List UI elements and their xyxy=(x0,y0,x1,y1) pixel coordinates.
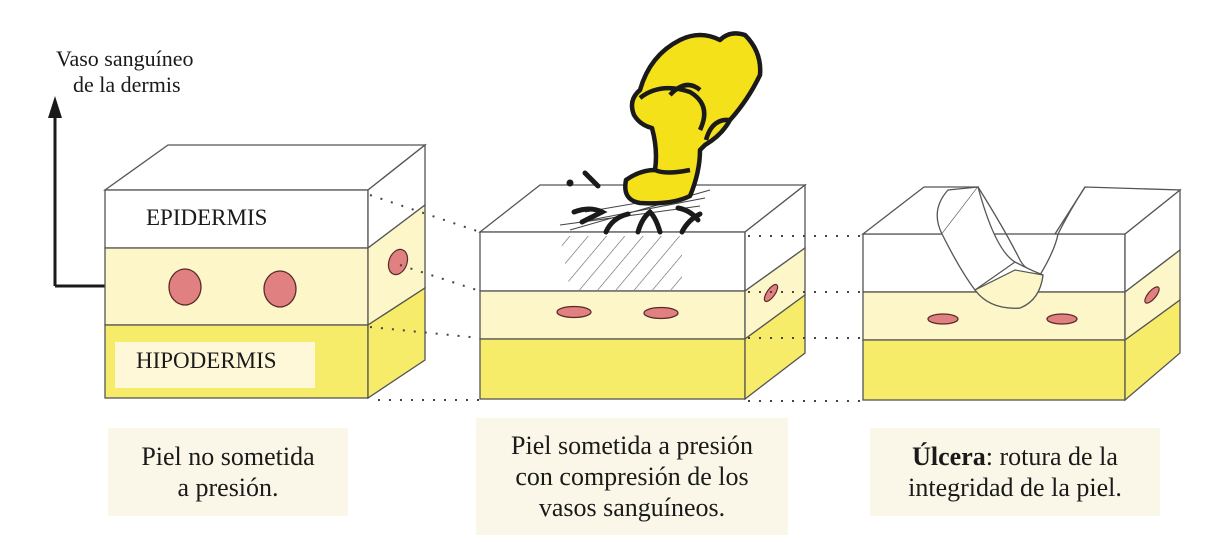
blood-vessel xyxy=(168,268,202,306)
callout-label-line2: de la dermis xyxy=(73,72,181,97)
blood-vessel xyxy=(1046,313,1078,325)
caption-pressure: Piel sometida a presión con compresión d… xyxy=(476,418,788,535)
ulcer-term: Úlcera xyxy=(912,442,986,471)
panel-normal-skin xyxy=(102,143,427,400)
blood-vessel xyxy=(927,313,959,325)
caption-normal: Piel no sometida a presión. xyxy=(108,428,348,516)
epidermis-label: EPIDERMIS xyxy=(146,205,268,230)
blood-vessel xyxy=(643,306,679,320)
hipodermis-label: HIPODERMIS xyxy=(136,348,277,373)
blood-vessel xyxy=(387,248,409,276)
panel-ulcer xyxy=(861,186,1182,402)
blood-vessel xyxy=(1144,286,1160,304)
callout-label-line1: Vaso sanguíneo xyxy=(56,46,194,71)
fist-icon xyxy=(623,31,763,206)
caption-ulcer: Úlcera: rotura de la integridad de la pi… xyxy=(870,428,1160,516)
panel-skin-under-pressure xyxy=(478,183,807,401)
impact-lines-icon xyxy=(566,170,703,235)
blood-vessel xyxy=(556,305,592,319)
blood-vessel xyxy=(263,270,297,308)
